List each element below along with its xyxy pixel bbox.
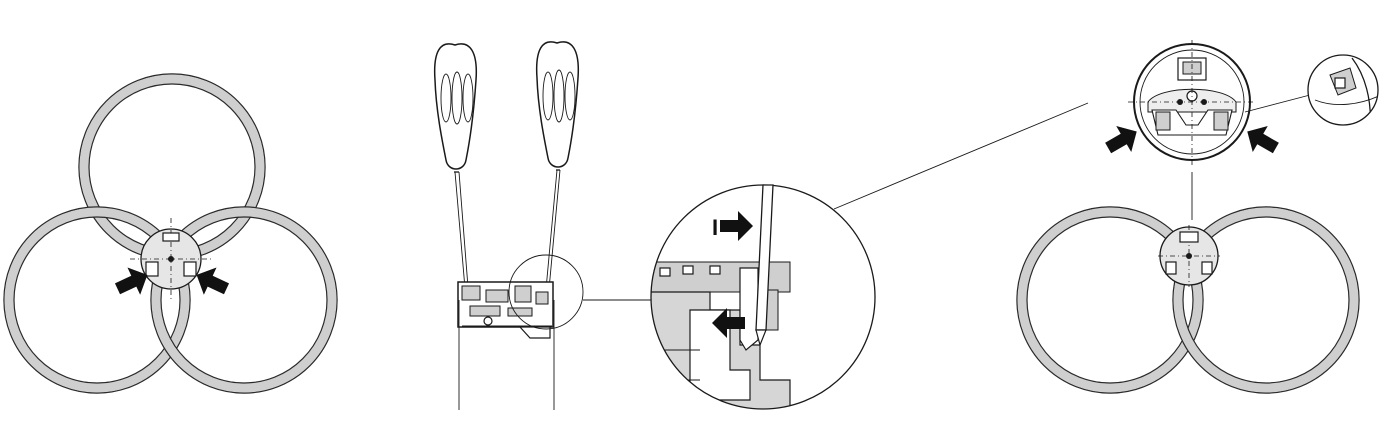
- magnified-hub: [1128, 40, 1256, 165]
- screwdriver-tip: [755, 184, 774, 347]
- push-arrow-icon: [720, 211, 753, 241]
- latch-detail: [1307, 54, 1379, 126]
- panel-screwdrivers: [433, 41, 652, 410]
- panel-detail: I: [650, 102, 1089, 410]
- detail-callout-circle: [508, 254, 584, 330]
- center-hub: [130, 218, 212, 300]
- panel-two-rings: [1017, 40, 1379, 393]
- callout-leader-line: [833, 102, 1089, 210]
- screwdriver-icon: [433, 43, 478, 301]
- panel-three-rings: [4, 74, 337, 393]
- housing-cross-section: [457, 281, 554, 339]
- screwdriver-icon: [535, 41, 580, 301]
- step-marker: I: [712, 215, 718, 240]
- small-hub: [1158, 225, 1220, 287]
- step-label: I: [712, 215, 718, 240]
- callout-leader-line: [1244, 94, 1311, 113]
